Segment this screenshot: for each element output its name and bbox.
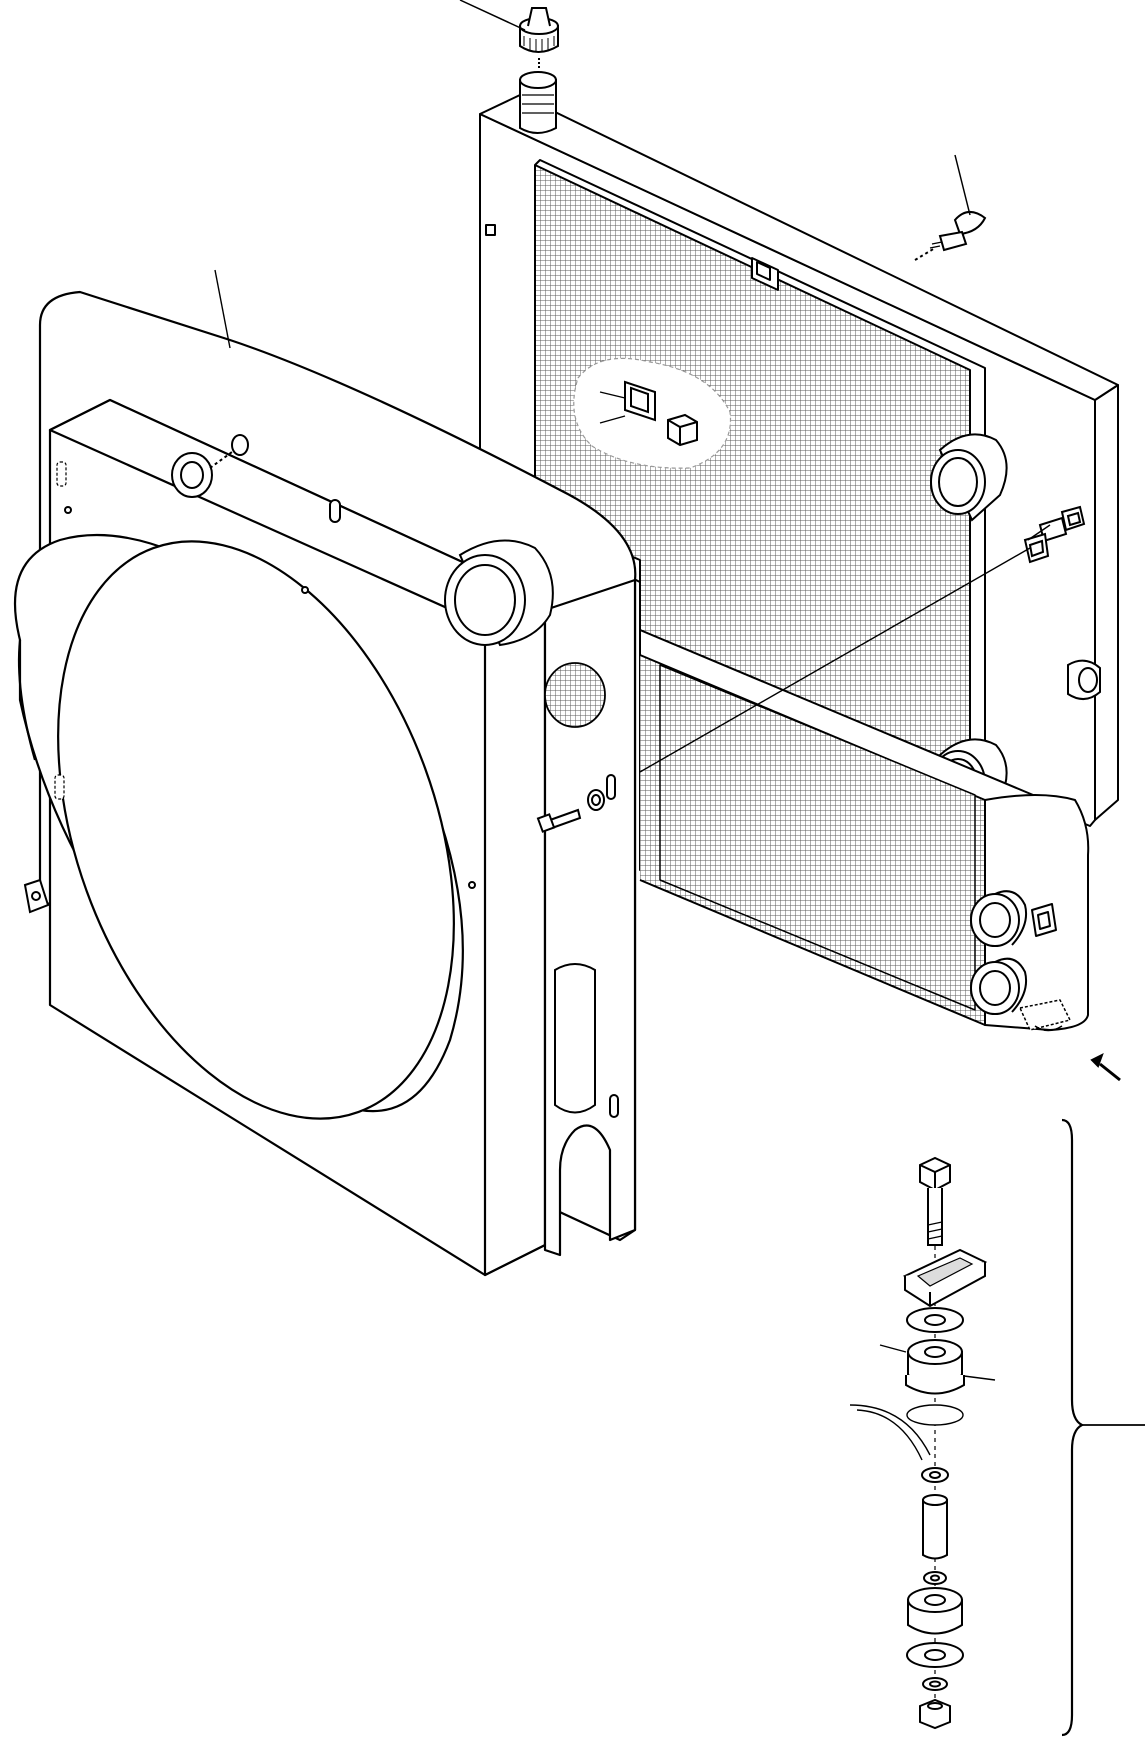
frame-hole [485, 224, 496, 236]
projection-lines [214, 269, 1051, 773]
filler-neck [519, 71, 557, 134]
top-bracket [751, 257, 779, 291]
spacer-tube [922, 1494, 948, 1560]
square-clip [667, 413, 698, 447]
lower-cooler-core [639, 629, 1090, 1032]
mounting-hardware-stack [849, 1156, 996, 1730]
wing-screw [914, 211, 987, 261]
assembly-brace [1061, 1118, 1085, 1737]
leader-line-shroud [214, 269, 231, 349]
clip-detail-callout [573, 357, 732, 469]
shroud-features [23, 434, 619, 1118]
frame-side-clips [1023, 505, 1086, 564]
leader-line-cap [459, 0, 526, 31]
mount-bolt [919, 1156, 951, 1246]
radiator-cap [519, 7, 559, 70]
mount-u-bracket [902, 1248, 988, 1308]
mount-nut [919, 1698, 951, 1730]
rubber-mount-upper [905, 1339, 965, 1395]
direction-arrow [1090, 1052, 1121, 1082]
radiator-core-assembly [479, 94, 1119, 827]
rubber-mount-lower [907, 1587, 963, 1635]
leader-line-wing-screw [954, 154, 971, 216]
fan-ring [13, 534, 464, 1120]
fan-ring-opening [57, 540, 455, 1120]
